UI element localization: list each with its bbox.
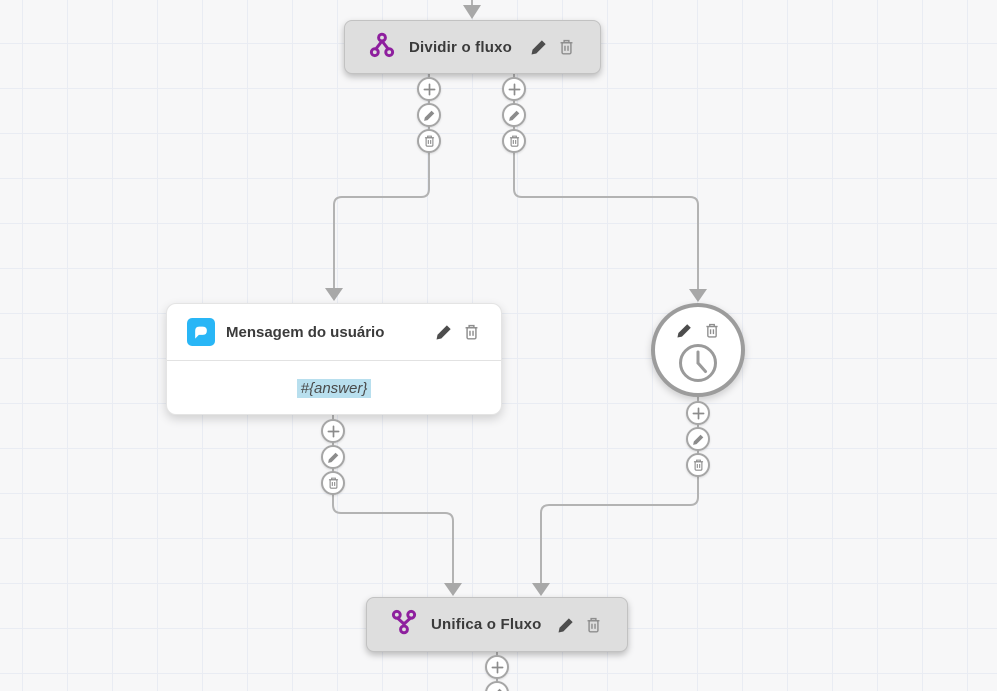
add-step-button[interactable] [686,401,710,425]
delete-connector-button[interactable] [502,129,526,153]
arrowhead-into-timer [689,289,707,302]
trash-icon [509,135,519,147]
split-icon [369,32,395,63]
edit-icon [531,40,546,55]
node-title: Mensagem do usuário [226,323,385,341]
delete-connector-button[interactable] [686,453,710,477]
add-step-button[interactable] [321,419,345,443]
node-actions [556,615,603,634]
arrowhead-into-merge-left [444,583,462,596]
trash-icon [705,323,718,338]
connector-buttons-split-right [502,77,526,153]
edit-icon [558,617,573,632]
plus-icon [327,425,339,437]
edit-node-button[interactable] [529,38,548,57]
node-actions [434,323,481,342]
edit-icon [436,325,451,340]
trash-icon [560,39,573,55]
connector-buttons-merge [485,655,509,691]
chat-bubble-icon [187,318,215,346]
edit-connector-button[interactable] [417,103,441,127]
edit-connector-button[interactable] [485,681,509,691]
arrowhead-into-split [463,5,481,19]
plus-icon [692,407,704,419]
delete-connector-button[interactable] [321,471,345,495]
merge-icon [391,609,417,640]
plus-icon [508,83,520,95]
plus-icon [423,83,435,95]
node-header: Mensagem do usuário [167,304,501,361]
delete-connector-button[interactable] [417,129,441,153]
edit-node-button[interactable] [434,323,453,342]
arrowhead-into-message [325,288,343,301]
trash-icon [587,617,600,633]
delete-node-button[interactable] [702,321,721,340]
edit-connector-button[interactable] [321,445,345,469]
node-actions [675,321,721,340]
node-title: Dividir o fluxo [409,38,513,56]
edit-node-button[interactable] [556,615,575,634]
node-actions [529,38,576,57]
edit-icon [677,324,691,338]
pencil-icon [327,452,338,463]
connector-message-to-merge [332,414,454,584]
delete-node-button[interactable] [584,615,603,634]
node-body: #{answer} [167,361,501,415]
clock-icon [677,342,719,389]
pencil-icon [508,110,519,121]
pencil-icon [692,434,703,445]
connector-buttons-timer [686,401,710,477]
edit-connector-button[interactable] [686,427,710,451]
edit-node-button[interactable] [675,321,694,340]
node-merge-flow[interactable]: Unifica o Fluxo [366,597,628,652]
node-user-message[interactable]: Mensagem do usuário [166,303,502,415]
arrowhead-into-merge-right [532,583,550,596]
add-step-button[interactable] [502,77,526,101]
node-split-flow[interactable]: Dividir o fluxo [344,20,601,74]
add-step-button[interactable] [485,655,509,679]
add-step-button[interactable] [417,77,441,101]
node-title: Unifica o Fluxo [431,616,542,633]
connector-buttons-message [321,419,345,495]
plus-icon [491,661,503,673]
edit-connector-button[interactable] [502,103,526,127]
connector-timer-to-merge [540,395,699,584]
delete-node-button[interactable] [557,38,576,57]
trash-icon [328,477,338,489]
delete-node-button[interactable] [462,323,481,342]
pencil-icon [423,110,434,121]
connector-split-to-message [333,74,430,289]
connector-buttons-split-left [417,77,441,153]
pencil-icon [496,688,502,691]
connector-split-to-timer [513,74,699,290]
message-variable[interactable]: #{answer} [296,378,372,398]
trash-icon [424,135,434,147]
trash-icon [465,324,478,340]
trash-icon [693,459,703,471]
node-timer[interactable] [651,303,745,397]
